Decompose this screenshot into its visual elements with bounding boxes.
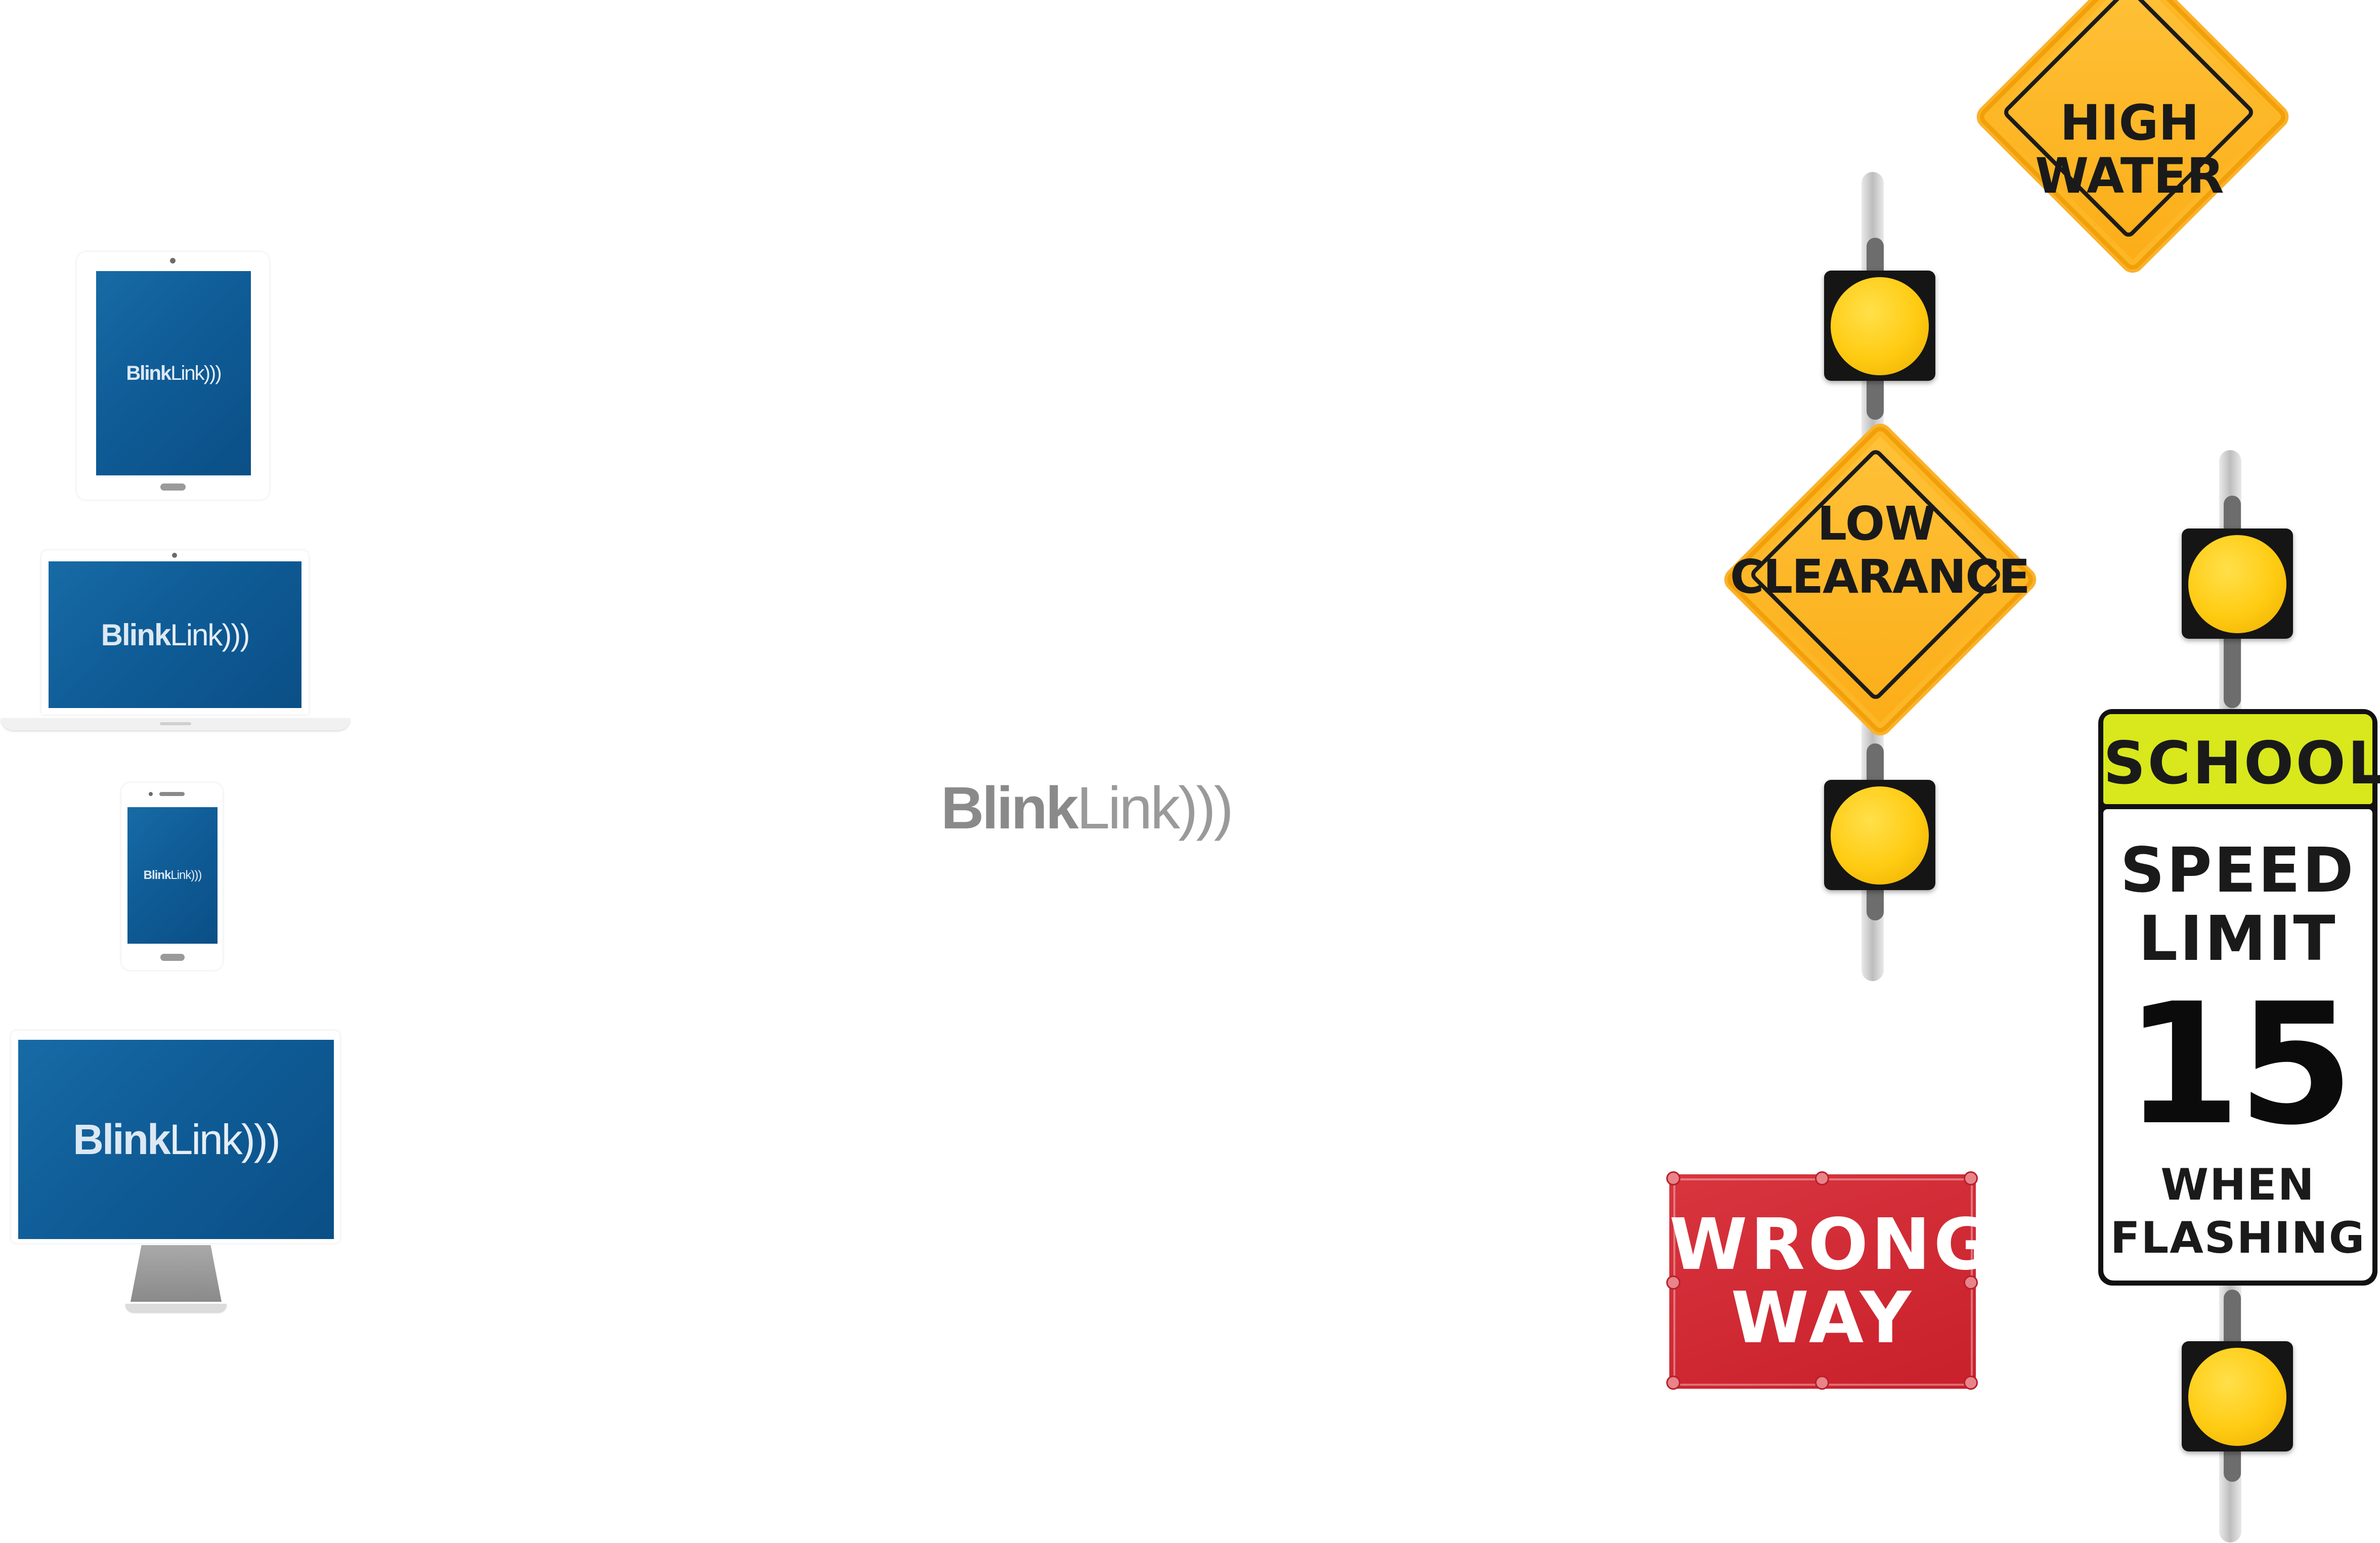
beacon-lens (1831, 786, 1929, 885)
phone-screen: BlinkLink))) (127, 807, 218, 944)
low-clearance-line1: LOW (1817, 497, 1936, 551)
signal-icon: ))) (241, 1115, 281, 1163)
wrong-way-sign: WRONG WAY (1666, 1171, 1995, 1390)
tablet-screen: BlinkLink))) (96, 271, 251, 475)
desktop-logo: BlinkLink))) (73, 1115, 281, 1163)
laptop-camera (172, 553, 177, 558)
bolt (1666, 1171, 1680, 1185)
phone-speaker (159, 792, 185, 796)
bolt (1666, 1275, 1680, 1290)
school-header-panel: SCHOOL (2103, 714, 2380, 804)
when-text: WHEN (2160, 1160, 2315, 1210)
beacon-lower-left (1824, 780, 1935, 890)
desktop-monitor: BlinkLink))) (11, 1031, 340, 1243)
bolt (1964, 1171, 1978, 1185)
signal-icon: ))) (222, 618, 250, 652)
laptop-logo: BlinkLink))) (101, 618, 250, 652)
phone-logo: BlinkLink))) (143, 868, 202, 882)
signal-icon: ))) (1178, 775, 1234, 842)
desktop-stand (131, 1245, 222, 1302)
desktop-screen: BlinkLink))) (18, 1040, 334, 1239)
signal-icon: ))) (203, 362, 222, 384)
laptop-notch (160, 722, 191, 725)
wrong-way-line2: WAY (1730, 1277, 1915, 1359)
phone-camera (149, 792, 153, 796)
phone-home-button (160, 954, 185, 961)
laptop-lid: BlinkLink))) (41, 550, 309, 715)
low-clearance-line2: CLEARANCE (1730, 550, 2030, 604)
phone-device: BlinkLink))) (121, 783, 223, 970)
laptop-screen: BlinkLink))) (49, 561, 301, 708)
tablet-device: BlinkLink))) (77, 252, 269, 500)
center-blinklink-logo: BlinkLink))) (941, 775, 1234, 842)
beacon-upper-right (2182, 528, 2293, 639)
bolt (1666, 1376, 1680, 1390)
speed-limit-panel: SPEED LIMIT 15 WHEN FLASHING (2103, 809, 2372, 1281)
flashing-text: FLASHING (2110, 1213, 2366, 1263)
signal-icon: ))) (191, 868, 202, 882)
school-header-text: SCHOOL (2103, 729, 2380, 798)
tablet-home-button (160, 483, 186, 491)
high-water-line1: HIGH (2060, 95, 2199, 151)
bolt (1815, 1376, 1829, 1390)
wrong-way-line1: WRONG (1669, 1204, 1995, 1286)
desktop-stand-base (125, 1304, 227, 1312)
beacon-upper-left (1824, 271, 1935, 381)
bolt (1815, 1171, 1829, 1185)
beacon-lens (2188, 1348, 2286, 1446)
school-speed-limit-sign: SCHOOL SPEED LIMIT 15 WHEN FLASHING (2098, 709, 2380, 1286)
beacon-lens (2188, 535, 2286, 633)
tablet-camera (170, 258, 176, 263)
bolt (1964, 1275, 1978, 1290)
limit-text: LIMIT (2138, 903, 2338, 975)
tablet-logo: BlinkLink))) (126, 362, 222, 384)
beacon-lower-right (2182, 1341, 2293, 1451)
speed-text: SPEED (2120, 834, 2356, 906)
high-water-line2: WATER (2035, 148, 2224, 204)
speed-value: 15 (2125, 967, 2354, 1162)
beacon-lens (1831, 277, 1929, 375)
bolt (1964, 1376, 1978, 1390)
